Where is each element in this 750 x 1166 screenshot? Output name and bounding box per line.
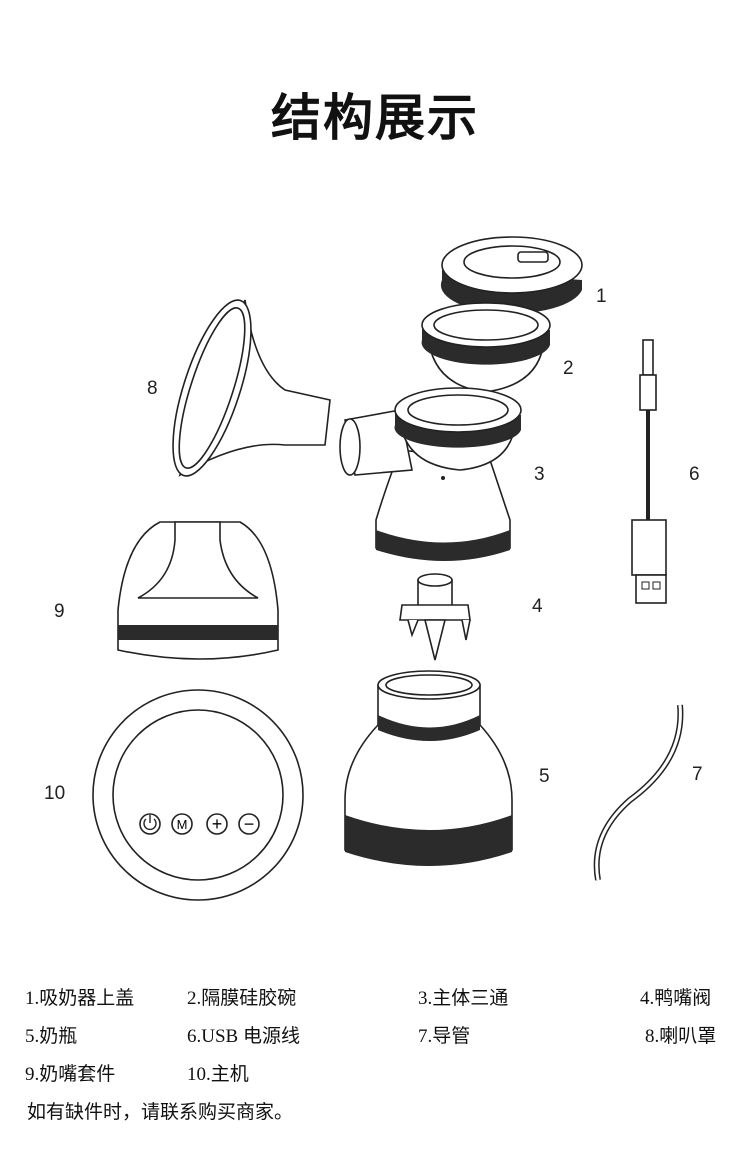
power-icon xyxy=(143,818,157,831)
part-6-usb-cable xyxy=(631,339,667,604)
part-3-main-body xyxy=(339,387,522,561)
legend-item: 3.主体三通 xyxy=(418,988,509,1009)
legend-item: 5.奶瓶 xyxy=(25,1026,78,1047)
legend-item: 2.隔膜硅胶碗 xyxy=(187,988,297,1009)
legend-item: 8.喇叭罩 xyxy=(645,1026,717,1047)
callout-10: 10 xyxy=(44,783,65,804)
missing-parts-note: 如有缺件时，请联系购买商家。 xyxy=(27,1102,294,1123)
part-7-tube xyxy=(593,704,684,881)
minus-button: − xyxy=(238,813,260,835)
mode-button: M xyxy=(171,813,193,835)
callout-4: 4 xyxy=(532,596,543,617)
svg-text:M: M xyxy=(177,817,188,832)
part-5-bottle xyxy=(344,670,513,866)
callout-8: 8 xyxy=(147,378,158,399)
part-1-top-cover xyxy=(440,236,583,314)
parts-diagram: M + − 1 2 3 4 5 6 7 8 9 10 xyxy=(44,236,703,901)
legend-item: 1.吸奶器上盖 xyxy=(25,988,135,1009)
page-title: 结构展示 xyxy=(271,89,479,147)
legend-item: 4.鸭嘴阀 xyxy=(640,988,712,1009)
part-9-nipple-kit xyxy=(117,521,279,660)
callout-2: 2 xyxy=(563,358,574,379)
plus-button: + xyxy=(206,813,228,835)
legend-item: 6.USB 电源线 xyxy=(187,1026,300,1047)
callout-1: 1 xyxy=(596,286,607,307)
callout-3: 3 xyxy=(534,464,545,485)
part-10-main-unit: M + − xyxy=(92,689,304,901)
part-8-breast-shield xyxy=(172,299,331,477)
svg-text:+: + xyxy=(212,814,223,834)
callout-6: 6 xyxy=(689,464,700,485)
callout-5: 5 xyxy=(539,766,550,787)
legend-item: 9.奶嘴套件 xyxy=(25,1064,116,1085)
power-button xyxy=(139,813,161,835)
legend-item: 10.主机 xyxy=(187,1064,249,1085)
part-4-duckbill-valve xyxy=(399,573,471,661)
svg-text:−: − xyxy=(244,814,255,834)
part-2-diaphragm-cup xyxy=(421,302,551,393)
callout-9: 9 xyxy=(54,601,65,622)
legend-item: 7.导管 xyxy=(418,1026,471,1047)
callout-7: 7 xyxy=(692,764,703,785)
